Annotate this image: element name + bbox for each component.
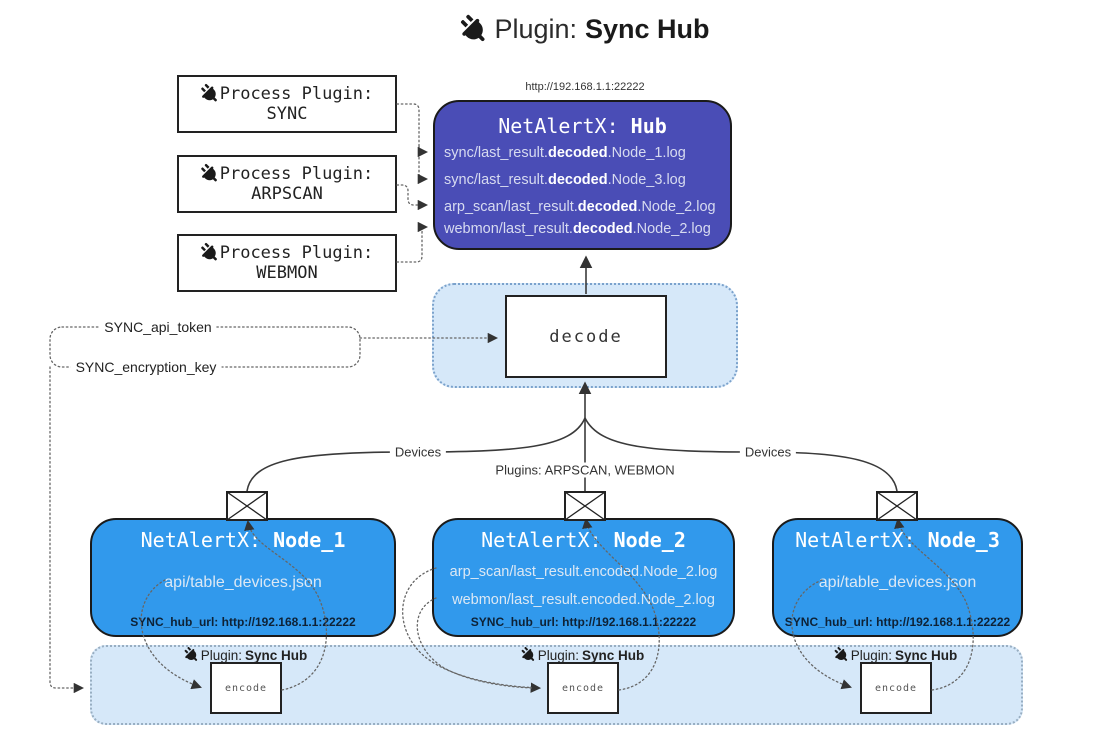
encode-box: encode bbox=[547, 662, 619, 714]
plug-icon bbox=[454, 10, 494, 50]
node-hub-url: SYNC_hub_url: http://192.168.1.1:22222 bbox=[130, 615, 356, 629]
label-sync-encryption-key: SYNC_encryption_key bbox=[70, 359, 222, 375]
label-sync-api-token: SYNC_api_token bbox=[99, 319, 217, 335]
plugin-name: WEBMON bbox=[256, 263, 318, 283]
node-hub-url: SYNC_hub_url: http://192.168.1.1:22222 bbox=[784, 615, 1011, 629]
edge-sync-to-line1 bbox=[417, 145, 429, 158]
node-file: arp_scan/last_result.encoded.Node_2.log bbox=[449, 564, 718, 580]
plug-icon bbox=[196, 161, 222, 187]
node-3-box: NetAlertX: Node_3 api/table_devices.json… bbox=[772, 518, 1023, 637]
plug-icon bbox=[831, 645, 852, 666]
envelope-icon bbox=[564, 491, 606, 521]
edge-sync-to-line2 bbox=[396, 103, 429, 185]
node-file: webmon/last_result.encoded.Node_2.log bbox=[452, 592, 715, 608]
edge-arpscan-to-line3 bbox=[396, 184, 429, 211]
node-hub-url: SYNC_hub_url: http://192.168.1.1:22222 bbox=[470, 615, 697, 629]
hub-log-line: sync/last_result.decoded.Node_3.log bbox=[444, 172, 686, 188]
decode-box: decode bbox=[505, 295, 667, 378]
hub-log-line: sync/last_result.decoded.Node_1.log bbox=[444, 145, 686, 161]
plug-icon bbox=[196, 81, 222, 107]
node-title: NetAlertX: Node_1 bbox=[140, 528, 346, 552]
node-title: NetAlertX: Node_3 bbox=[795, 528, 1000, 552]
label-plugins-center: Plugins: ARPSCAN, WEBMON bbox=[490, 462, 680, 478]
plug-icon bbox=[518, 645, 539, 666]
hub-url-label: http://192.168.1.1:22222 bbox=[525, 81, 645, 93]
node-file: api/table_devices.json bbox=[818, 574, 977, 591]
node-title: NetAlertX: Node_2 bbox=[481, 528, 686, 552]
envelope-icon bbox=[226, 491, 268, 521]
page-title: Plugin: Sync Hub bbox=[460, 14, 710, 45]
hub-log-line: webmon/last_result.decoded.Node_2.log bbox=[444, 221, 711, 237]
plug-icon bbox=[196, 240, 222, 266]
edge-key-to-band bbox=[49, 366, 85, 694]
encoder-label: Plugin: Sync Hub bbox=[185, 647, 307, 663]
encode-box: encode bbox=[860, 662, 932, 714]
node-1-box: NetAlertX: Node_1 api/table_devices.json… bbox=[90, 518, 396, 637]
encode-box: encode bbox=[210, 662, 282, 714]
hub-box: NetAlertX: Hub sync/last_result.decoded.… bbox=[433, 100, 732, 250]
plugin-name: ARPSCAN bbox=[251, 184, 323, 204]
encoder-label: Plugin: Sync Hub bbox=[522, 647, 644, 663]
edge-webmon-to-line4 bbox=[396, 221, 429, 263]
label-devices-left: Devices bbox=[389, 444, 447, 460]
envelope-icon bbox=[876, 491, 918, 521]
encoder-label: Plugin: Sync Hub bbox=[835, 647, 957, 663]
plugin-name: SYNC bbox=[266, 104, 308, 124]
hub-title: NetAlertX: Hub bbox=[498, 114, 667, 138]
plug-icon bbox=[181, 645, 202, 666]
process-plugin-arpscan: Process Plugin: ARPSCAN bbox=[177, 155, 397, 213]
title-prefix: Plugin: bbox=[494, 14, 578, 44]
label-devices-right: Devices bbox=[739, 444, 797, 460]
node-file: api/table_devices.json bbox=[164, 574, 322, 591]
hub-log-line: arp_scan/last_result.decoded.Node_2.log bbox=[444, 199, 716, 215]
title-name: Sync Hub bbox=[585, 14, 710, 44]
process-plugin-webmon: Process Plugin: WEBMON bbox=[177, 234, 397, 292]
node-2-box: NetAlertX: Node_2 arp_scan/last_result.e… bbox=[432, 518, 735, 637]
process-plugin-sync: Process Plugin: SYNC bbox=[177, 75, 397, 133]
